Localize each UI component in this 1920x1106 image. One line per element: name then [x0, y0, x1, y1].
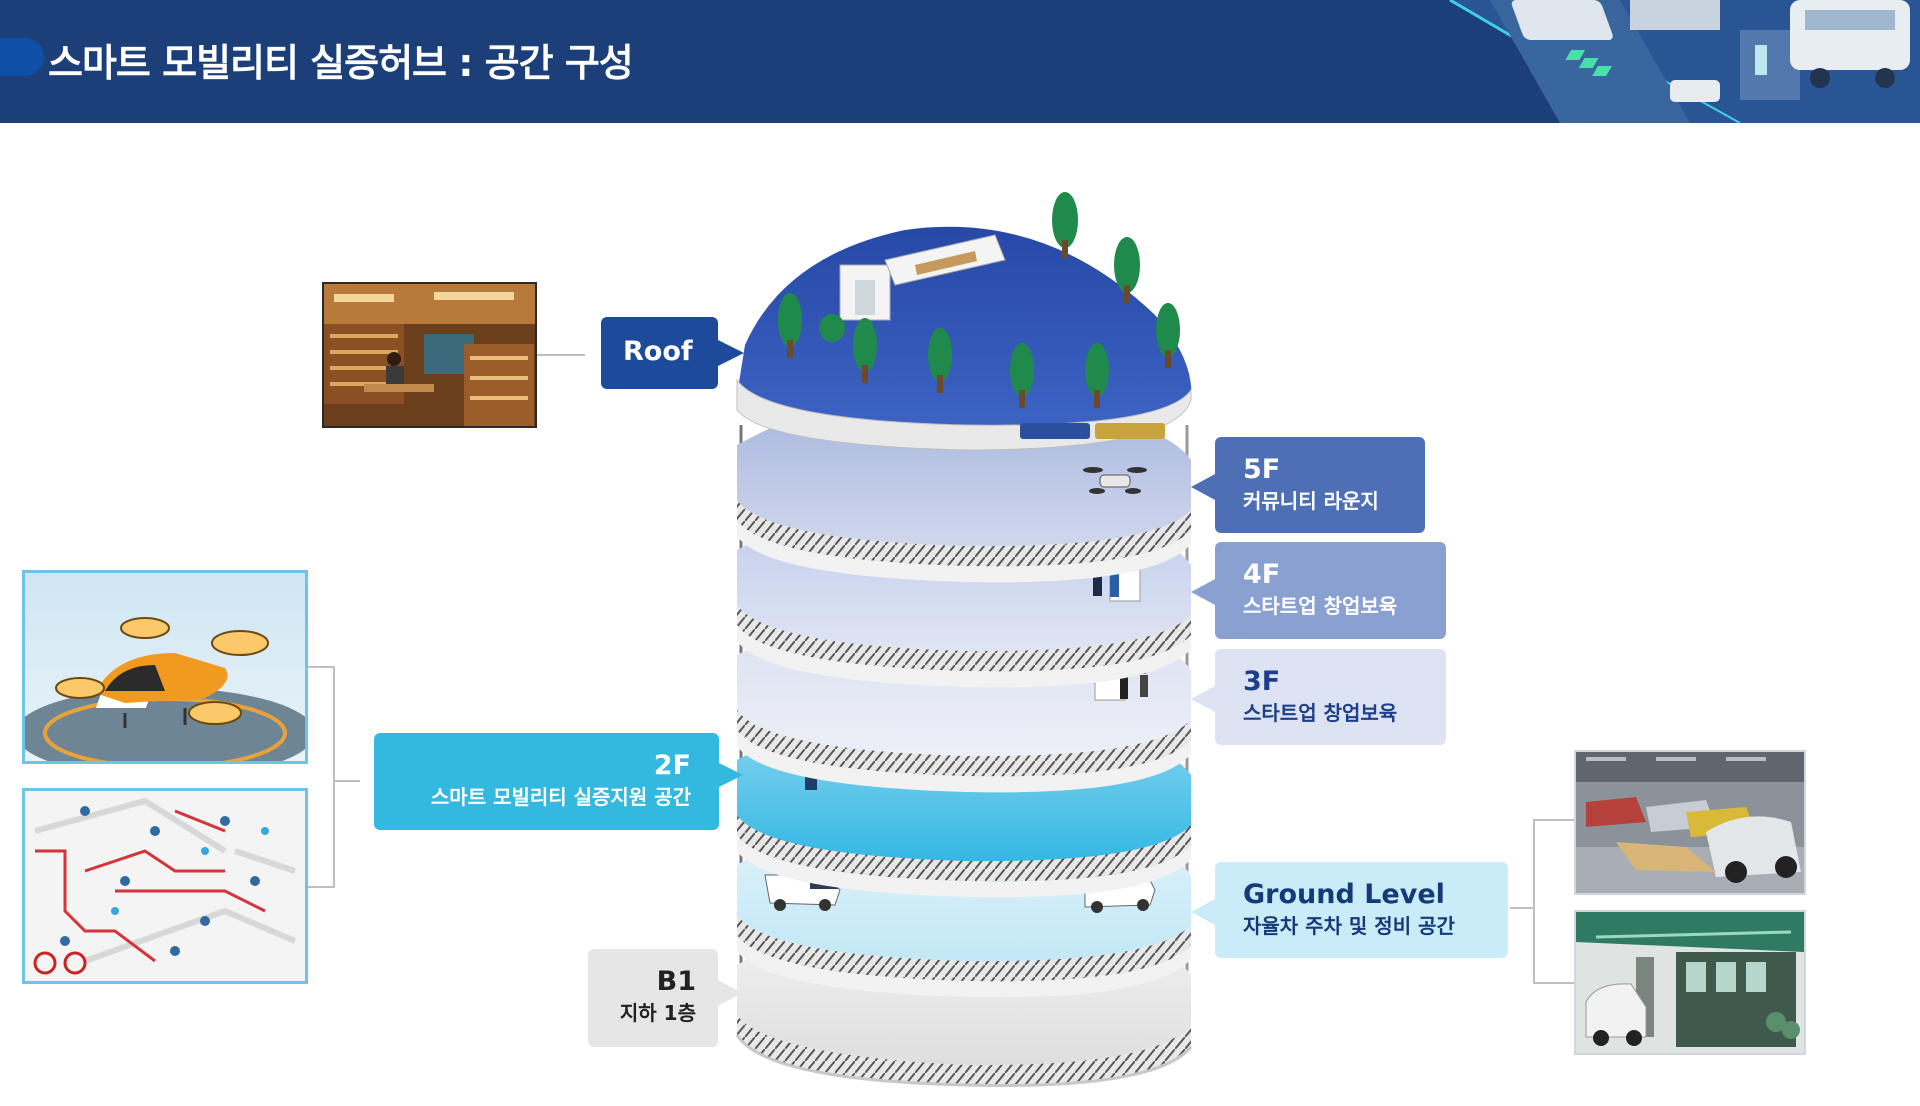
floor-description: 스타트업 창업보육 [1243, 593, 1398, 618]
floor-name: 4F [1243, 559, 1281, 590]
page-header: 스마트 모빌리티 실증허브 : 공간 구성 [0, 0, 1920, 123]
parking-garage-photo [1574, 750, 1806, 895]
page-title: 스마트 모빌리티 실증허브 : 공간 구성 [48, 41, 634, 85]
header-accent [0, 38, 44, 76]
floor-description: 지하 1층 [619, 1000, 696, 1025]
floor-name: Ground Level [1243, 879, 1445, 910]
label-5f: 5F 커뮤니티 라운지 [1191, 437, 1425, 533]
drone-icon [1083, 467, 1147, 494]
label-b1: B1 지하 1층 [588, 949, 742, 1047]
label-3f: 3F 스타트업 창업보육 [1191, 649, 1446, 745]
floor-description: 자율차 주차 및 정비 공간 [1243, 913, 1455, 938]
building-illustration [735, 192, 1193, 1087]
label-pointer [1191, 578, 1217, 606]
floor-plan-photo [22, 788, 308, 984]
floor-name: 3F [1243, 666, 1281, 697]
charging-station-photo [1574, 910, 1806, 1055]
floor-description: 스마트 모빌리티 실증지원 공간 [430, 784, 691, 809]
header-city-illustration [1360, 0, 1920, 123]
label-pointer [1191, 685, 1217, 713]
label-ground-level: Ground Level 자율차 주차 및 정비 공간 [1191, 862, 1508, 958]
floor-name: B1 [656, 966, 696, 997]
floor-description: 커뮤니티 라운지 [1243, 488, 1379, 513]
label-4f: 4F 스타트업 창업보육 [1191, 542, 1446, 639]
label-pointer [715, 761, 743, 789]
label-pointer [716, 339, 744, 367]
floor-name: 5F [1243, 454, 1281, 485]
library-photo [322, 282, 537, 428]
floor-description: 스타트업 창업보육 [1243, 700, 1398, 725]
label-pointer [1191, 473, 1217, 501]
tree-icon [778, 192, 1180, 408]
label-pointer [716, 979, 742, 1007]
floor-name: Roof [623, 336, 693, 367]
label-roof: Roof [601, 317, 744, 389]
floor-name: 2F [653, 750, 691, 781]
label-pointer [1191, 898, 1217, 926]
air-taxi-photo [22, 570, 308, 764]
label-2f: 2F 스마트 모빌리티 실증지원 공간 [374, 733, 743, 830]
